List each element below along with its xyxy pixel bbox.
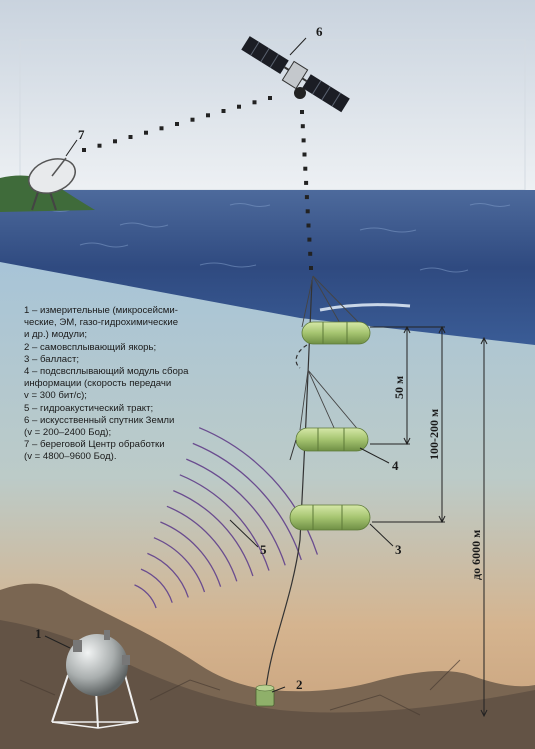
radio-link-dot — [304, 180, 309, 185]
acoustic-wave-arc — [166, 505, 238, 582]
dimension-lines — [370, 325, 488, 718]
radio-link-dot — [128, 135, 133, 139]
surfacing-module-mid — [289, 427, 369, 461]
radio-link-dot — [300, 110, 304, 114]
legend-line: информации (скорость передачи — [24, 378, 172, 390]
acoustic-wave-arc — [147, 552, 189, 598]
radio-link-dot — [221, 109, 226, 113]
acoustic-wave-arc — [140, 568, 173, 603]
measuring-module — [51, 630, 139, 729]
leader-lines — [44, 37, 394, 693]
acoustic-wave-arc — [186, 458, 286, 566]
ballast-module — [289, 504, 371, 531]
mooring-line — [265, 279, 313, 689]
acoustic-wave-arc — [198, 427, 319, 555]
seabed-cracks — [19, 659, 461, 716]
radio-link-dot — [175, 122, 179, 126]
acoustic-wave-arc — [134, 584, 157, 609]
radio-link-dots — [82, 96, 313, 270]
buoy-foam — [319, 303, 411, 312]
ground-station-antenna — [28, 157, 76, 211]
satellite — [241, 36, 350, 113]
radio-link-dot — [144, 130, 148, 135]
sea-waves — [29, 203, 511, 273]
legend: 1 – измерительные (микросейсми-ческие, Э… — [24, 305, 229, 464]
radio-link-dot — [300, 124, 305, 129]
dimension-50m: 50 м — [392, 376, 406, 399]
legend-line: 7 – береговой Центр обработки — [24, 439, 165, 451]
radio-link-dot — [304, 195, 309, 200]
legend-line: 1 – измерительные (микросейсми- — [24, 305, 178, 316]
legend-line: v = 300 бит/с); — [24, 390, 87, 402]
radio-link-dot — [268, 96, 272, 100]
acoustic-wave-arc — [153, 537, 206, 593]
dimension-6000m: до 6000 м — [469, 530, 483, 580]
surfacing-module-top — [301, 321, 371, 345]
legend-line: 6 – искусственный спутник Земли — [24, 414, 175, 426]
legend-line: 3 – балласт; — [24, 353, 79, 365]
radio-link-dot — [302, 152, 307, 157]
legend-line: (v = 200–2400 Бод); — [24, 427, 112, 439]
radio-link-dot — [97, 143, 102, 148]
acoustic-wave-arc — [179, 474, 270, 571]
callout-5: 5 — [260, 542, 267, 557]
legend-line: (v = 4800–9600 Бод). — [24, 451, 117, 463]
legend-line: 2 – самовсплывающий якорь; — [24, 341, 157, 353]
radio-link-dot — [301, 138, 306, 143]
radio-link-dot — [237, 104, 241, 109]
dimension-100-200m: 100-200 м — [427, 409, 441, 460]
seabed-shadow — [0, 620, 535, 749]
legend-line: 4 – подсвсплывающий модуль сбора — [24, 366, 189, 378]
radio-link-dot — [309, 266, 313, 270]
radio-link-dot — [190, 117, 195, 122]
radio-link-dot — [303, 166, 308, 171]
callout-2: 2 — [296, 677, 303, 692]
radio-link-dot — [305, 209, 310, 214]
radio-link-dot — [252, 100, 257, 105]
radio-link-dot — [307, 237, 312, 242]
radio-link-dot — [206, 113, 210, 118]
radio-link-dot — [113, 139, 117, 144]
callout-3: 3 — [395, 542, 402, 557]
callout-6: 6 — [316, 24, 323, 39]
callout-1: 1 — [35, 626, 42, 641]
self-surfacing-anchor — [255, 684, 275, 707]
legend-line: 5 – гидроакустический тракт; — [24, 402, 154, 414]
legend-line: ческие, ЭМ, газо-гидрохимические — [24, 317, 179, 329]
radio-link-dot — [306, 223, 311, 228]
sky — [0, 0, 535, 195]
radio-link-dot — [308, 251, 313, 256]
acoustic-waves — [134, 427, 319, 609]
middle-bridle — [299, 369, 361, 433]
radio-link-dot — [82, 148, 86, 152]
acoustic-wave-arc — [192, 442, 302, 561]
callout-4: 4 — [392, 458, 399, 473]
legend-line: и др.) модули; — [24, 329, 88, 341]
callout-7: 7 — [78, 127, 85, 142]
acoustic-wave-arc — [160, 521, 222, 587]
acoustic-wave-arc — [173, 489, 254, 577]
radio-link-dot — [159, 126, 164, 131]
